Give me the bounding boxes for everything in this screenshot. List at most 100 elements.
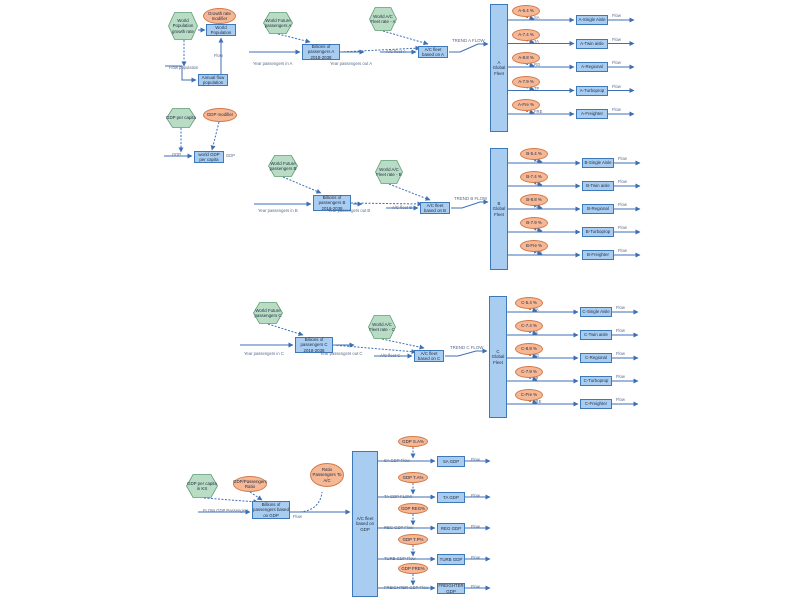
scenario-b-pct-3-node[interactable]: B-7.9 % [520, 217, 548, 229]
scenario-c-type-1-stock[interactable]: C-Twin aisle [580, 330, 612, 340]
scenario-b-out-3-label: Flow [618, 225, 627, 230]
world-gdp-per-capita-stock[interactable]: world GDP per capita [194, 151, 224, 163]
annual-flow-population-box[interactable]: Annual flow population [198, 74, 228, 86]
scenario-b-pct-0-node[interactable]: B-5.4 % [520, 148, 548, 160]
gdp-type-0-stock[interactable]: SA GDP [437, 456, 465, 467]
gdp-oval-2-node[interactable]: GDP REG% [398, 503, 428, 514]
world-population-stock[interactable]: World Population [206, 24, 236, 36]
ac-fleet-gdp-stock-text: A/C fleet based on GDP [355, 516, 375, 532]
connector-arrow [525, 62, 535, 68]
scenario-c-pct-4-node[interactable]: C-Fre % [515, 389, 543, 401]
scenario-b-pct-2-node[interactable]: B-8.8 % [520, 194, 548, 206]
gdp-oval-1-node-text: GDP T.A% [402, 474, 424, 480]
billions-gdp-stock-text: Billions of passengers based on GDP [253, 502, 289, 518]
scenario-b-type-4-stock-text: B-Freighter [587, 252, 609, 258]
gdp-type-3-stock[interactable]: TURB GDP [437, 554, 465, 565]
gdp-oval-1-node[interactable]: GDP T.A% [398, 472, 428, 483]
scenario-a-type-2-stock[interactable]: A-Regional [576, 62, 608, 72]
connector-path [299, 491, 323, 513]
scenario-b-pct-4-node[interactable]: B-Fre % [520, 240, 548, 252]
scenario-c-type-0-stock[interactable]: C-Single Aisle [580, 307, 612, 317]
scenario-c-type-3-stock[interactable]: C-Turboprop [580, 376, 612, 386]
scenario-a-pct-4-node[interactable]: A-Fre % [512, 99, 540, 111]
scenario-a-future-passengers-node[interactable]: World Future passengers A [263, 12, 293, 34]
hexagon-shape [368, 315, 396, 339]
scenario-c-pct-1-node[interactable]: C-7.4 % [515, 320, 543, 332]
scenario-b-fleet-rate-node-text: World A/C Fleet rate - B [376, 166, 402, 177]
scenario-a-pct-2-node[interactable]: A-8.8 % [512, 52, 540, 64]
scenario-a-pct-0-node[interactable]: A-5.4 % [512, 5, 540, 17]
gdp-oval-4-node[interactable]: GDP FRE% [398, 563, 428, 574]
gdp-oval-0-node[interactable]: GDP S.A% [398, 436, 428, 447]
world-population-growth-rate-node[interactable]: World Population growth rate [168, 12, 198, 40]
scenario-c-pct-3-node[interactable]: C-7.9 % [515, 366, 543, 378]
scenario-b-future-passengers-node[interactable]: World Future passengers B [268, 155, 298, 177]
scenario-a-type-0-stock[interactable]: A-Single Aisle [576, 15, 608, 25]
gdp-modifier-node[interactable]: GDP modifier [203, 108, 237, 122]
scenario-a-mini-3-label: TP [534, 85, 540, 91]
scenario-b-pct-3-node-text: B-7.9 % [526, 220, 542, 226]
scenario-a-type-3-stock[interactable]: A-Turboprop [576, 85, 608, 96]
connector-arrow [528, 330, 538, 336]
scenario-a-type-4-stock[interactable]: A-Freighter [576, 109, 608, 119]
scenario-b-type-0-stock[interactable]: B-Single Aisle [582, 158, 614, 168]
gdp-per-capita-ks-node[interactable]: GDP per capita in KS [186, 474, 218, 498]
connector-arrow [267, 323, 304, 337]
scenario-a-pct-1-node[interactable]: A-7.4 % [512, 28, 540, 41]
scenario-a-type-4-stock-text: A-Freighter [581, 111, 603, 117]
scenario-c-global-fleet-stock[interactable]: C Global Fleet [489, 296, 507, 418]
scenario-a-type-1-stock[interactable]: A-Twin aisle [576, 38, 608, 49]
scenario-b-fleet-based-box[interactable]: A/C fleet based on B [420, 202, 450, 214]
gdp-type-0-stock-text: SA GDP [442, 458, 460, 464]
scenario-b-billions-stock[interactable]: Billions of passengers B 2018-2038 [313, 195, 351, 211]
scenario-c-future-passengers-node[interactable]: World Future passengers C [253, 302, 283, 324]
scenario-c-pct-0-node[interactable]: C-5.4 % [515, 297, 543, 309]
scenario-b-billions-stock-text: Billions of passengers B 2018-2038 [318, 195, 346, 211]
ac-fleet-gdp-stock[interactable]: A/C fleet based on GDP [352, 451, 378, 597]
scenario-c-pct-2-node[interactable]: C-8.8 % [515, 343, 543, 355]
scenario-c-type-4-stock[interactable]: C-Freighter [580, 399, 612, 409]
ratio-passengers-ac-node[interactable]: Ratio Passengers To A/C [310, 463, 344, 487]
scenario-a-fleet-rate-node[interactable]: World A/C Fleet rate - A [369, 7, 397, 31]
world-population-growth-rate-node-text: World Population growth rate [172, 18, 194, 34]
connector-arrow [533, 204, 543, 210]
gdp-flow-4-label: FREIGHTER GDP Flow [384, 585, 429, 590]
scenario-a-pct-3-node-text: A-7.9 % [518, 78, 534, 84]
scenario-b-global-fleet-stock[interactable]: B Global Fleet [490, 148, 508, 270]
gdp-type-1-stock[interactable]: TA GDP [437, 492, 465, 503]
scenario-b-out-4-label: Flow [618, 248, 627, 253]
scenario-b-mini-0-label: SA [534, 158, 540, 163]
connector-arrow [533, 250, 543, 256]
gdp-type-4-stock[interactable]: FREIGHTER GDP [437, 583, 465, 594]
scenario-b-type-2-stock[interactable]: B-Regional [582, 204, 614, 214]
scenario-c-fleet-based-box[interactable]: A/C fleet based on C [414, 350, 444, 362]
world-gdp-per-capita-stock-text: world GDP per capita [198, 151, 220, 162]
gdp-flow-in-label: GDP [172, 152, 182, 157]
scenario-b-type-3-stock[interactable]: B-Turboprop [582, 227, 614, 237]
scenario-b-type-4-stock[interactable]: B-Freighter [582, 250, 614, 260]
scenario-c-global-fleet-stock-text: C Global Fleet [491, 349, 505, 365]
gdp-passengers-ratio-node[interactable]: GDP/Passengers Ratio [233, 476, 267, 492]
scenario-b-pct-1-node[interactable]: B-7.4 % [520, 171, 548, 183]
scenario-a-global-fleet-stock[interactable]: A Global Fleet [490, 4, 508, 132]
scenario-b-fleet-rate-node[interactable]: World A/C Fleet rate - B [375, 160, 403, 184]
gdp-oval-3-node[interactable]: GDP T.P% [398, 534, 428, 545]
growth-rate-modifier-node[interactable]: Growth rate modifier [203, 8, 236, 24]
gdp-per-capita-ks-node-text: GDP per capita in KS [187, 480, 217, 491]
scenario-b-type-1-stock[interactable]: B-Twin aisle [582, 181, 614, 191]
scenario-c-billions-stock[interactable]: Billions of passengers C 2018-2038 [295, 337, 333, 353]
scenario-a-pct-1-node-text: A-7.4 % [518, 31, 534, 37]
scenario-b-fleet-based-box-text: A/C fleet based on B [423, 202, 447, 213]
billions-gdp-stock[interactable]: Billions of passengers based on GDP [252, 501, 290, 519]
scenario-b-future-passengers-node-text: World Future passengers B [269, 160, 297, 171]
scenario-a-fleet-based-box[interactable]: A/C fleet based on A [418, 46, 448, 58]
scenario-a-global-fleet-stock-text: A Global Fleet [492, 60, 506, 76]
scenario-c-type-2-stock[interactable]: C-Regional [580, 353, 612, 363]
gdp-per-capita-node[interactable]: GDP per capita [166, 108, 196, 128]
scenario-a-billions-stock[interactable]: Billions of passengers A 2018-2038 [302, 44, 340, 60]
gdp-type-2-stock[interactable]: REG GDP [437, 523, 465, 534]
gdp-flow-out-label: GDP [226, 153, 236, 158]
scenario-c-fleet-rate-node[interactable]: World A/C Fleet rate - C [368, 315, 396, 339]
scenario-a-pct-3-node[interactable]: A-7.9 % [512, 75, 540, 88]
